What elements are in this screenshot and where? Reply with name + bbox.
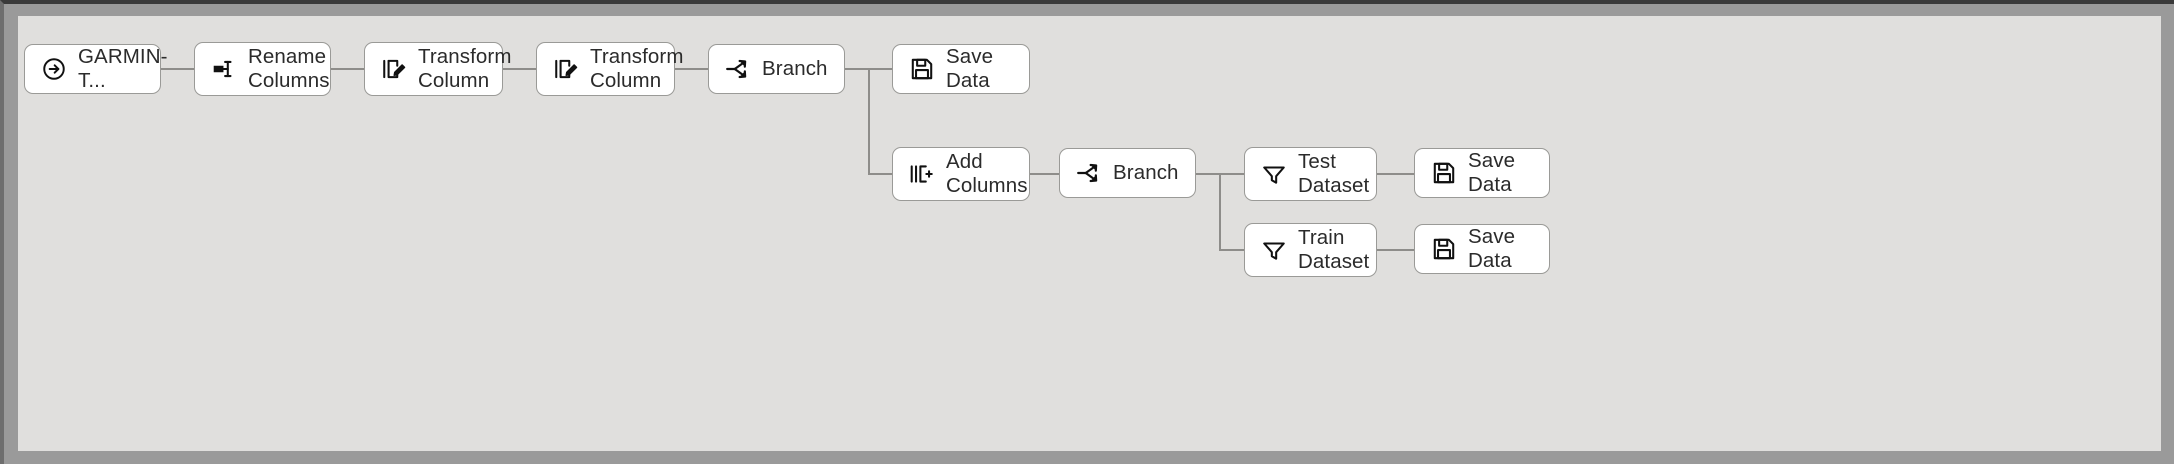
- node-transform-column-2[interactable]: Transform Column: [536, 42, 683, 96]
- pipeline-canvas[interactable]: GARMIN-T... Rename Columns: [18, 16, 2161, 451]
- node-label: Save Data: [1468, 148, 1516, 196]
- node-label: Train Dataset: [1298, 225, 1370, 273]
- filter-funnel-icon: [1261, 161, 1287, 187]
- node-label: GARMIN-T...: [78, 44, 168, 92]
- save-disk-icon: [1431, 160, 1457, 186]
- node-label: Test Dataset: [1298, 149, 1370, 197]
- node-save-data-3[interactable]: Save Data: [1414, 224, 1550, 274]
- node-source[interactable]: GARMIN-T...: [24, 44, 167, 94]
- add-columns-icon: [909, 161, 935, 187]
- node-label: Branch: [762, 56, 828, 80]
- node-transform-column-1[interactable]: Transform Column: [364, 42, 511, 96]
- node-label: Transform Column: [418, 44, 512, 92]
- node-label: Transform Column: [590, 44, 684, 92]
- node-label: Rename Columns: [248, 44, 330, 92]
- rename-columns-icon: [211, 56, 237, 82]
- arrow-circle-right-icon: [41, 56, 67, 82]
- transform-column-icon: [381, 56, 407, 82]
- save-disk-icon: [909, 56, 935, 82]
- node-branch-2[interactable]: Branch: [1059, 148, 1196, 198]
- node-label: Branch: [1113, 160, 1179, 184]
- branch-icon: [725, 56, 751, 82]
- node-save-data-1[interactable]: Save Data: [892, 44, 1030, 94]
- node-test-dataset[interactable]: Test Dataset: [1244, 147, 1377, 201]
- edge-layer: [161, 68, 1414, 251]
- transform-column-icon: [553, 56, 579, 82]
- node-train-dataset[interactable]: Train Dataset: [1244, 223, 1377, 277]
- branch-icon: [1076, 160, 1102, 186]
- save-disk-icon: [1431, 236, 1457, 262]
- node-branch-1[interactable]: Branch: [708, 44, 845, 94]
- node-label: Save Data: [1468, 224, 1516, 272]
- node-rename-columns[interactable]: Rename Columns: [194, 42, 331, 96]
- node-label: Add Columns: [946, 149, 1028, 197]
- node-save-data-2[interactable]: Save Data: [1414, 148, 1550, 198]
- node-add-columns[interactable]: Add Columns: [892, 147, 1030, 201]
- edge-branch1-addcolumns: [845, 68, 892, 175]
- node-label: Save Data: [946, 44, 994, 92]
- edge-branch2-traindataset: [1196, 173, 1244, 251]
- filter-funnel-icon: [1261, 237, 1287, 263]
